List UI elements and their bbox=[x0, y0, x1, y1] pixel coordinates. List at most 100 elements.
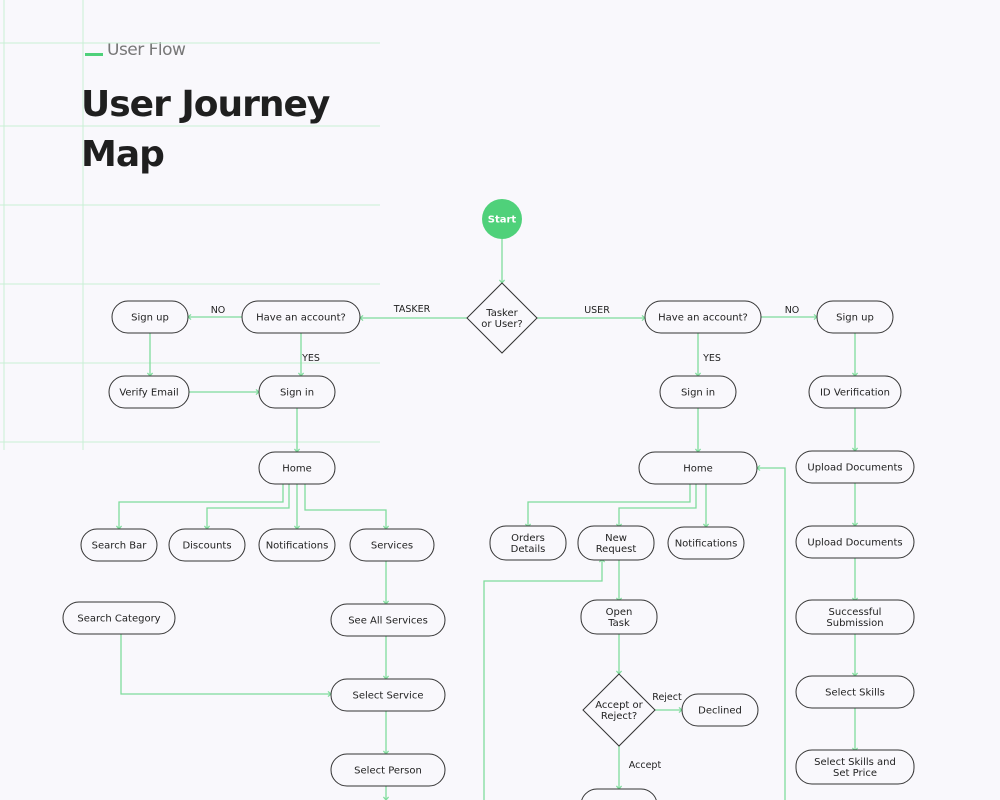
process-pill bbox=[644, 300, 762, 334]
process-pill bbox=[795, 599, 915, 635]
node-upload-documents-1[interactable]: Upload Documents bbox=[795, 450, 915, 484]
node-have-account-right[interactable]: Have an account? bbox=[644, 300, 762, 334]
node-see[interactable]: See bbox=[581, 788, 657, 800]
process-pill bbox=[667, 526, 745, 560]
process-pill bbox=[681, 693, 759, 727]
edge-label-yes-left: YES bbox=[301, 353, 320, 364]
node-label: Have an account? bbox=[658, 313, 748, 324]
connector-line bbox=[120, 634, 331, 695]
node-start[interactable]: Start bbox=[482, 199, 522, 239]
process-pill bbox=[808, 375, 902, 409]
process-pill bbox=[241, 300, 361, 334]
edge-label-yes-right: YES bbox=[702, 353, 721, 364]
title-line-1: User Journey bbox=[81, 84, 330, 125]
edge-label-tasker: TASKER bbox=[393, 304, 431, 315]
edge-label-user: USER bbox=[584, 305, 610, 316]
node-label: Search Bar bbox=[92, 541, 148, 552]
page-title: User Journey Map bbox=[81, 80, 330, 180]
node-label: Upload Documents bbox=[807, 538, 902, 549]
process-pill bbox=[258, 375, 336, 409]
node-label: Declined bbox=[698, 706, 742, 717]
node-sign-in-left[interactable]: Sign in bbox=[258, 375, 336, 409]
node-home-right[interactable]: Home bbox=[638, 451, 758, 485]
process-pill bbox=[80, 528, 158, 562]
process-pill bbox=[330, 603, 446, 637]
process-pill bbox=[577, 525, 655, 561]
node-label: Search Category bbox=[77, 614, 160, 625]
section-eyebrow: User Flow bbox=[85, 40, 186, 60]
node-id-verification[interactable]: ID Verification bbox=[808, 375, 902, 409]
node-have-account-left[interactable]: Have an account? bbox=[241, 300, 361, 334]
connector-line bbox=[304, 484, 387, 529]
edge-label-accept: Accept bbox=[629, 760, 662, 771]
edge-label-no-right: NO bbox=[785, 305, 800, 316]
start-circle bbox=[482, 199, 522, 239]
node-label: Sign in bbox=[681, 388, 715, 399]
node-label: Services bbox=[371, 541, 413, 552]
edges bbox=[115, 239, 859, 800]
node-sign-up-left[interactable]: Sign up bbox=[111, 300, 189, 334]
node-label: Sign up bbox=[836, 313, 874, 324]
node-verify-email[interactable]: Verify Email bbox=[108, 375, 190, 409]
node-label: Upload Documents bbox=[807, 463, 902, 474]
node-label: Sign in bbox=[280, 388, 314, 399]
node-notifications-left[interactable]: Notifications bbox=[258, 528, 336, 562]
process-pill bbox=[795, 525, 915, 559]
process-pill bbox=[659, 375, 737, 409]
decision-diamond bbox=[466, 282, 538, 354]
process-pill bbox=[795, 450, 915, 484]
node-label: Have an account? bbox=[256, 313, 346, 324]
title-line-2: Map bbox=[81, 134, 165, 175]
process-pill bbox=[330, 678, 446, 712]
node-sign-in-right[interactable]: Sign in bbox=[659, 375, 737, 409]
node-declined[interactable]: Declined bbox=[681, 693, 759, 727]
node-label: Discounts bbox=[182, 541, 231, 552]
node-label: Select Service bbox=[353, 691, 424, 702]
node-label: Verify Email bbox=[119, 388, 178, 399]
node-notifications-right[interactable]: Notifications bbox=[667, 526, 745, 560]
node-home-left[interactable]: Home bbox=[258, 451, 336, 485]
process-pill bbox=[111, 300, 189, 334]
node-see-all-services[interactable]: See All Services bbox=[330, 603, 446, 637]
process-pill bbox=[330, 753, 446, 787]
background-grid bbox=[0, 0, 380, 450]
process-pill bbox=[795, 749, 915, 785]
process-pill bbox=[816, 300, 894, 334]
node-services[interactable]: Services bbox=[349, 528, 435, 562]
connector-line bbox=[757, 467, 786, 800]
process-pill bbox=[62, 601, 176, 635]
process-pill bbox=[638, 451, 758, 485]
node-sign-up-right[interactable]: Sign up bbox=[816, 300, 894, 334]
process-pill bbox=[489, 525, 567, 561]
process-pill bbox=[108, 375, 190, 409]
eyebrow-text: User Flow bbox=[107, 40, 186, 60]
node-search-bar[interactable]: Search Bar bbox=[80, 528, 158, 562]
connector-line bbox=[118, 484, 284, 529]
node-label: Notifications bbox=[675, 539, 738, 550]
process-pill bbox=[168, 528, 246, 562]
node-select-person[interactable]: Select Person bbox=[330, 753, 446, 787]
node-label: Home bbox=[683, 464, 713, 475]
process-pill bbox=[349, 528, 435, 562]
node-discounts[interactable]: Discounts bbox=[168, 528, 246, 562]
node-upload-documents-2[interactable]: Upload Documents bbox=[795, 525, 915, 559]
node-search-category[interactable]: Search Category bbox=[62, 601, 176, 635]
node-select-service[interactable]: Select Service bbox=[330, 678, 446, 712]
node-select-skills[interactable]: Select Skills bbox=[795, 675, 915, 709]
connector-line bbox=[483, 559, 603, 800]
